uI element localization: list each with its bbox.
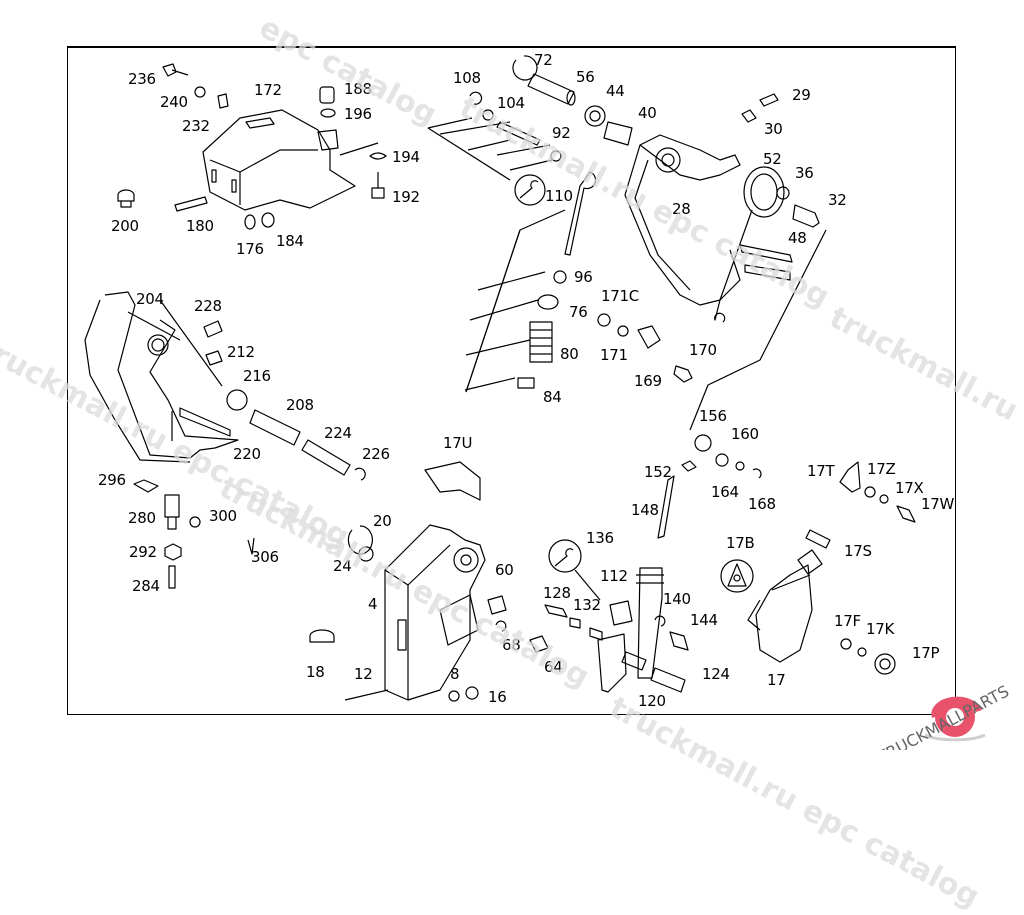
part-callout-208[interactable]: 208 [286, 396, 314, 414]
part-callout-112[interactable]: 112 [600, 567, 628, 585]
part-callout-144[interactable]: 144 [690, 611, 718, 629]
part-callout-284[interactable]: 284 [132, 577, 160, 595]
part-callout-17[interactable]: 17 [767, 671, 786, 689]
part-callout-220[interactable]: 220 [233, 445, 261, 463]
part-callout-168[interactable]: 168 [748, 495, 776, 513]
part-callout-104[interactable]: 104 [497, 94, 525, 112]
part-callout-56[interactable]: 56 [576, 68, 595, 86]
part-callout-212[interactable]: 212 [227, 343, 255, 361]
part-callout-236[interactable]: 236 [128, 70, 156, 88]
part-callout-176[interactable]: 176 [236, 240, 264, 258]
part-callout-12[interactable]: 12 [354, 665, 373, 683]
truckmallparts-logo: TRUCKMALLPARTS [873, 682, 1012, 750]
housing-172-part [202, 109, 379, 211]
part-callout-52[interactable]: 52 [763, 150, 782, 168]
part-callout-169[interactable]: 169 [634, 372, 662, 390]
part-callout-140[interactable]: 140 [663, 590, 691, 608]
part-callout-16[interactable]: 16 [488, 688, 507, 706]
part-callout-72[interactable]: 72 [534, 51, 553, 69]
valve-17-part [720, 461, 916, 675]
part-callout-80[interactable]: 80 [560, 345, 579, 363]
part-callout-124[interactable]: 124 [702, 665, 730, 683]
part-callout-60[interactable]: 60 [495, 561, 514, 579]
part-callout-84[interactable]: 84 [543, 388, 562, 406]
bracket-4-part [344, 461, 549, 702]
part-callout-228[interactable]: 228 [194, 297, 222, 315]
part-callout-108[interactable]: 108 [453, 69, 481, 87]
shaft-parts-top [427, 55, 633, 393]
part-callout-24[interactable]: 24 [333, 557, 352, 575]
part-callout-172[interactable]: 172 [254, 81, 282, 99]
part-callout-28[interactable]: 28 [672, 200, 691, 218]
part-callout-306[interactable]: 306 [251, 548, 279, 566]
part-callout-156[interactable]: 156 [699, 407, 727, 425]
part-callout-170[interactable]: 170 [689, 341, 717, 359]
part-callout-224[interactable]: 224 [324, 424, 352, 442]
part-callout-18[interactable]: 18 [306, 663, 325, 681]
part-callout-280[interactable]: 280 [128, 509, 156, 527]
part-callout-192[interactable]: 192 [392, 188, 420, 206]
part-callout-200[interactable]: 200 [111, 217, 139, 235]
exploded-parts-drawing [84, 55, 916, 702]
part-callout-171C[interactable]: 171C [601, 287, 639, 305]
part-callout-188[interactable]: 188 [344, 80, 372, 98]
part-callout-64[interactable]: 64 [544, 658, 563, 676]
part-callout-171[interactable]: 171 [600, 346, 628, 364]
small-parts-top-left [117, 63, 387, 230]
part-callout-17F[interactable]: 17F [834, 612, 861, 630]
part-callout-29[interactable]: 29 [792, 86, 811, 104]
spring-parts-center [464, 229, 693, 393]
part-callout-240[interactable]: 240 [160, 93, 188, 111]
part-callout-92[interactable]: 92 [552, 124, 571, 142]
part-callout-20[interactable]: 20 [373, 512, 392, 530]
part-callout-68[interactable]: 68 [502, 636, 521, 654]
part-callout-160[interactable]: 160 [731, 425, 759, 443]
part-callout-226[interactable]: 226 [362, 445, 390, 463]
part-callout-17X[interactable]: 17X [895, 479, 924, 497]
part-callout-40[interactable]: 40 [638, 104, 657, 122]
part-callout-17K[interactable]: 17K [866, 620, 895, 638]
part-callout-17W[interactable]: 17W [921, 495, 955, 513]
part-callout-17Z[interactable]: 17Z [867, 460, 896, 478]
part-callout-4[interactable]: 4 [368, 595, 378, 613]
part-callout-17U[interactable]: 17U [443, 434, 473, 452]
part-callout-204[interactable]: 204 [136, 290, 164, 308]
part-callout-44[interactable]: 44 [606, 82, 625, 100]
part-callout-36[interactable]: 36 [795, 164, 814, 182]
part-callout-96[interactable]: 96 [574, 268, 593, 286]
part-callout-128[interactable]: 128 [543, 584, 571, 602]
part-callout-120[interactable]: 120 [638, 692, 666, 710]
part-callout-17T[interactable]: 17T [807, 462, 835, 480]
gear-icon [924, 696, 986, 742]
part-callout-300[interactable]: 300 [209, 507, 237, 525]
diagram-frame [67, 46, 956, 715]
small-parts-bottom-left [133, 479, 374, 643]
part-callout-232[interactable]: 232 [182, 117, 210, 135]
part-callout-17B[interactable]: 17B [726, 534, 755, 552]
part-callout-148[interactable]: 148 [631, 501, 659, 519]
part-callout-17P[interactable]: 17P [912, 644, 940, 662]
part-callout-194[interactable]: 194 [392, 148, 420, 166]
part-callout-216[interactable]: 216 [243, 367, 271, 385]
part-callout-296[interactable]: 296 [98, 471, 126, 489]
part-callout-164[interactable]: 164 [711, 483, 739, 501]
clutch-pedal-204-part [84, 291, 366, 481]
part-callout-184[interactable]: 184 [276, 232, 304, 250]
brake-pedal-28-part [624, 93, 827, 431]
part-callout-132[interactable]: 132 [573, 596, 601, 614]
part-callout-152[interactable]: 152 [644, 463, 672, 481]
part-callout-32[interactable]: 32 [828, 191, 847, 209]
part-callout-110[interactable]: 110 [545, 187, 573, 205]
part-callout-196[interactable]: 196 [344, 105, 372, 123]
part-callout-180[interactable]: 180 [186, 217, 214, 235]
part-callout-8[interactable]: 8 [450, 665, 460, 683]
part-callout-48[interactable]: 48 [788, 229, 807, 247]
master-cylinder-112-part [544, 434, 762, 693]
part-callout-136[interactable]: 136 [586, 529, 614, 547]
part-callout-30[interactable]: 30 [764, 120, 783, 138]
part-callout-76[interactable]: 76 [569, 303, 588, 321]
part-callout-17S[interactable]: 17S [844, 542, 872, 560]
part-callout-292[interactable]: 292 [129, 543, 157, 561]
